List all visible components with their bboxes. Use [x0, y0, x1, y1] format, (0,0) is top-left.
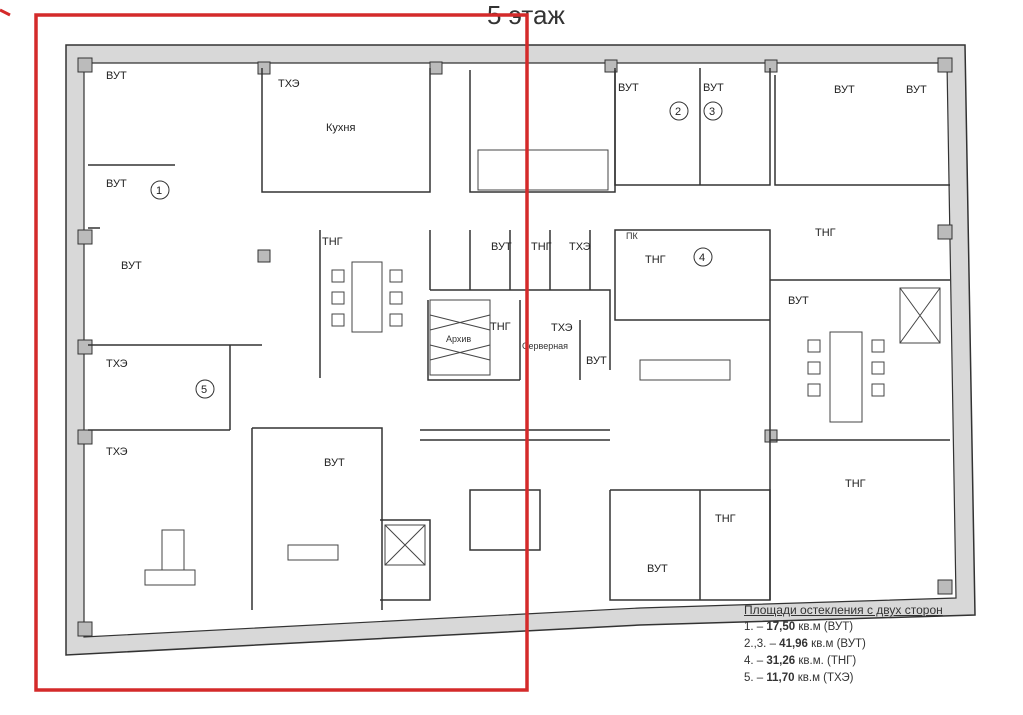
room-label: ВУТ [703, 82, 724, 94]
room-labels: ВУТ ТХЭ Кухня ВУТ ВУТ ТХЭ ТХЭ ВУТ ТНГ ВУ… [106, 70, 927, 575]
room-label: ТНГ [322, 236, 343, 248]
room-label: ВУТ [121, 260, 142, 272]
room-label: ПК [626, 231, 638, 241]
room-label: ТНГ [490, 321, 511, 333]
furniture [144, 261, 885, 586]
room-label: ВУТ [906, 84, 927, 96]
room-label: ВУТ [586, 355, 607, 367]
glazing-markers: 1 2 3 4 5 [150, 101, 723, 399]
legend-item: 1. – 17,50 кв.м (ВУТ) [744, 621, 854, 633]
room-label: ВУТ [324, 457, 345, 469]
glazing-legend: Площади остекления с двух сторон 1. – 17… [744, 602, 943, 687]
legend-item: 4. – 31,26 кв.м. (ТНГ) [744, 655, 857, 667]
interior-walls [88, 68, 950, 610]
room-label: Серверная [522, 341, 568, 351]
legend-heading: Площади остекления с двух сторон [744, 603, 943, 617]
room-label: ТНГ [645, 254, 666, 266]
room-label: ТНГ [715, 513, 736, 525]
room-label: ВУТ [106, 70, 127, 82]
svg-text:2: 2 [675, 106, 681, 118]
legend-item: 2.,3. – 41,96 кв.м (ВУТ) [744, 638, 866, 650]
room-label: Архив [446, 334, 471, 344]
svg-text:3: 3 [709, 106, 715, 118]
svg-text:1: 1 [156, 185, 162, 197]
room-label: ТНГ [815, 227, 836, 239]
room-label: ТНГ [845, 478, 866, 490]
room-label: ВУТ [647, 563, 668, 575]
columns [77, 57, 953, 637]
legend-item: 5. – 11,70 кв.м (ТХЭ) [744, 672, 854, 684]
room-label: ВУТ [618, 82, 639, 94]
room-label: ВУТ [106, 178, 127, 190]
room-label: ВУТ [834, 84, 855, 96]
room-label: ТХЭ [278, 78, 300, 90]
svg-text:4: 4 [699, 252, 705, 264]
room-label: Кухня [326, 122, 355, 134]
room-label: ТНГ [531, 241, 552, 253]
svg-text:5: 5 [201, 384, 207, 396]
room-label: ТХЭ [106, 446, 128, 458]
room-label: ВУТ [788, 295, 809, 307]
room-label: ТХЭ [106, 358, 128, 370]
room-label: ВУТ [491, 241, 512, 253]
room-label: ТХЭ [569, 241, 591, 253]
room-label: ТХЭ [551, 322, 573, 334]
highlight-rectangle [34, 13, 529, 692]
highlight-mark [0, 8, 11, 17]
